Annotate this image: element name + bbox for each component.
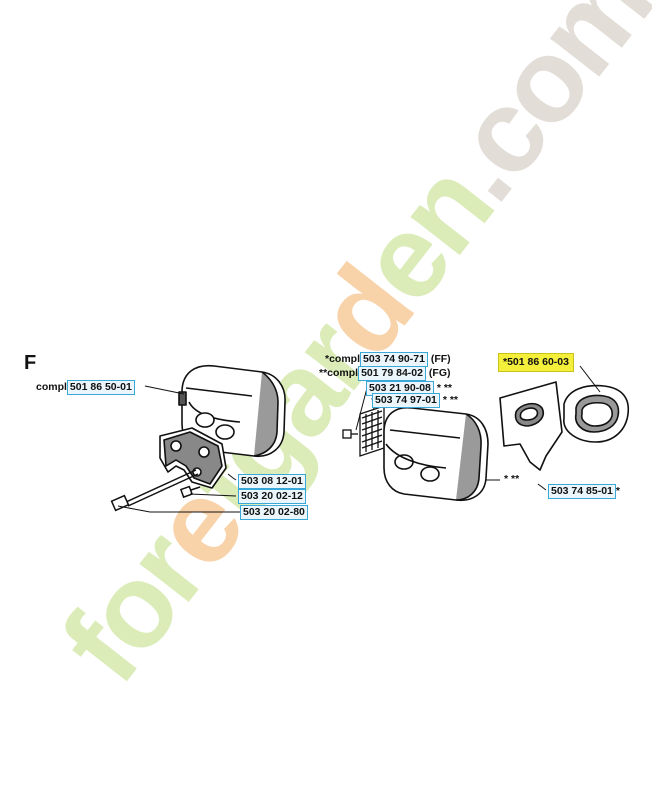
label-screw-1: 503 20 02-12: [238, 489, 306, 504]
label-plate-1: 503 08 12-01: [238, 474, 306, 489]
part-number[interactable]: 503 08 12-01: [238, 474, 306, 489]
right-plate: [499, 381, 563, 471]
left-muffler: [178, 364, 286, 457]
label-right-muffler-mark: * **: [504, 473, 519, 486]
part-number[interactable]: 503 74 97-01: [372, 393, 440, 408]
label-prefix: compl: [36, 381, 67, 393]
gasket: [563, 384, 630, 443]
label-suffix: *: [615, 485, 620, 497]
leader-lines: [117, 365, 601, 513]
part-number[interactable]: 503 74 85-01: [548, 484, 616, 499]
part-number[interactable]: 503 20 02-80: [240, 505, 308, 520]
part-number[interactable]: 501 79 84-02: [358, 366, 426, 381]
label-screen-1: 503 21 90-08 * **: [366, 381, 452, 396]
long-bolt: [110, 469, 199, 512]
label-plate-2: 503 74 85-01*: [548, 484, 620, 499]
label-suffix: * **: [442, 394, 458, 406]
part-number[interactable]: 503 20 02-12: [238, 489, 306, 504]
label-suffix: (FF): [430, 353, 451, 365]
section-letter: F: [24, 352, 37, 374]
label-mark: * **: [504, 473, 520, 485]
label-screen-2: 503 74 97-01 * **: [372, 393, 458, 408]
part-number[interactable]: 503 74 90-71: [360, 352, 428, 367]
label-suffix: * **: [436, 382, 452, 394]
label-suffix: (FG): [428, 367, 451, 379]
right-muffler: [383, 406, 489, 502]
screen-screw: [342, 429, 358, 439]
label-screw-2: 503 20 02-80: [240, 505, 308, 520]
bracket-plate: [159, 427, 227, 489]
small-screw: [179, 485, 201, 499]
label-prefix: *compl: [325, 353, 361, 365]
part-number[interactable]: *501 86 60-03: [498, 353, 574, 372]
part-number[interactable]: 501 86 50-01: [66, 380, 135, 395]
spark-screen: [359, 405, 385, 457]
label-gasket: *501 86 60-03: [498, 353, 574, 372]
label-prefix: **compl: [319, 367, 359, 379]
